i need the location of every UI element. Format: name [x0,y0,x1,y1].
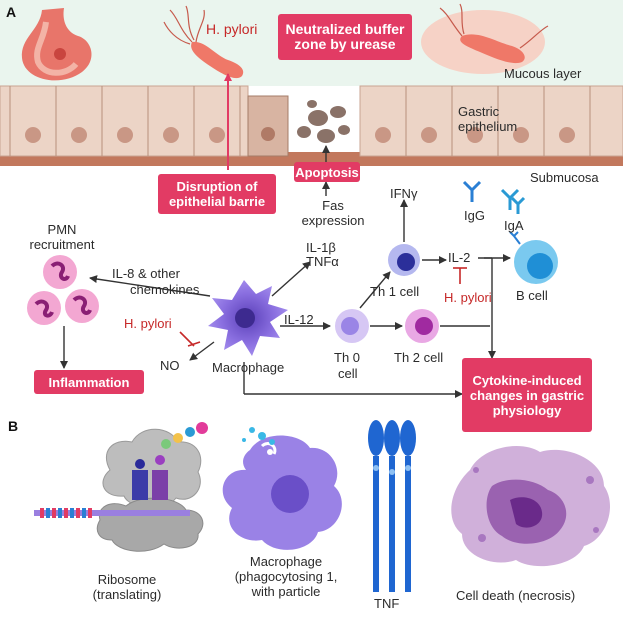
arrow-no [189,341,215,361]
il12-label: IL-12 [284,312,314,327]
h-pylori-il2-label: H. pylori [444,290,492,305]
apoptosis-box: Apoptosis [294,162,360,182]
cell-death-label: Cell death (necrosis) [456,588,576,603]
arrow-il8 [89,275,211,297]
apoptotic-fragments-icon [297,100,350,143]
panel-label-b: B [8,418,19,434]
iga-label: IgA [504,218,524,233]
tnf-icon [368,420,416,592]
h-pylori-no-label: H. pylori [124,316,172,331]
tnf-label: TNF [374,596,400,611]
urease-zone-bacterium-icon [421,3,549,74]
il1b-label: IL-1β [306,240,336,255]
macrophage-icon [208,280,288,356]
no-label: NO [160,358,180,373]
macrophage-label: Macrophage [212,360,285,375]
th1-label: Th 1 cell [370,284,420,299]
pmn-cells-icon [27,255,99,325]
igg-antibody-icon [462,180,482,202]
il2-label: IL-2 [448,250,471,265]
phagocytosing-macrophage-icon [222,427,342,550]
inflammation-box: Inflammation [34,370,144,394]
tnfa-label: TNFα [306,254,339,269]
ifng-label: IFNγ [390,186,418,201]
th0-cell-icon [335,309,369,343]
igg-label: IgG [464,208,485,223]
pmn-recruitment-label: PMN recruitment [29,222,95,252]
submucosa-label: Submucosa [530,170,599,185]
th2-cell-icon [405,309,439,343]
gastric-epithelium-cells [0,85,623,166]
th0-label: Th 0 [334,350,361,365]
arrow-th0-th1 [359,271,391,309]
macrophage-phago-label: Macrophage (phagocytosing 1, with partic… [234,554,338,599]
chemokines-label: chemokines [130,282,200,297]
disruption-box: Disruption of epithelial barrie [158,174,276,214]
mucous-layer-label: Mucous layer [504,66,582,81]
cytokine-changes-box: Cytokine-induced changes in gastric phys… [462,358,592,432]
th0-cell-label: cell [338,366,358,381]
arrow-il1b [271,261,311,297]
neutralized-buffer-box: Neutralized buffer zone by urease [278,14,412,60]
b-cell-icon [509,231,558,284]
h-pylori-bacterium-icon [163,5,244,79]
fas-expression-label: Fas expression [301,198,365,228]
stomach-icon [21,8,92,81]
b-cell-label: B cell [516,288,548,303]
il8-label: IL-8 & other [112,266,180,281]
necrotic-cell-icon [451,446,611,567]
h-pylori-top-label: H. pylori [206,21,258,37]
inhibit-no [179,331,195,347]
th1-cell-icon [388,244,420,276]
ribosome-icon [34,422,208,552]
th2-label: Th 2 cell [394,350,444,365]
iga-antibody-icon [500,188,526,214]
ribosome-label: Ribosome (translating) [92,572,162,602]
gastric-epithelium-label: Gastric epithelium [458,104,518,134]
panel-label-a: A [6,4,17,20]
